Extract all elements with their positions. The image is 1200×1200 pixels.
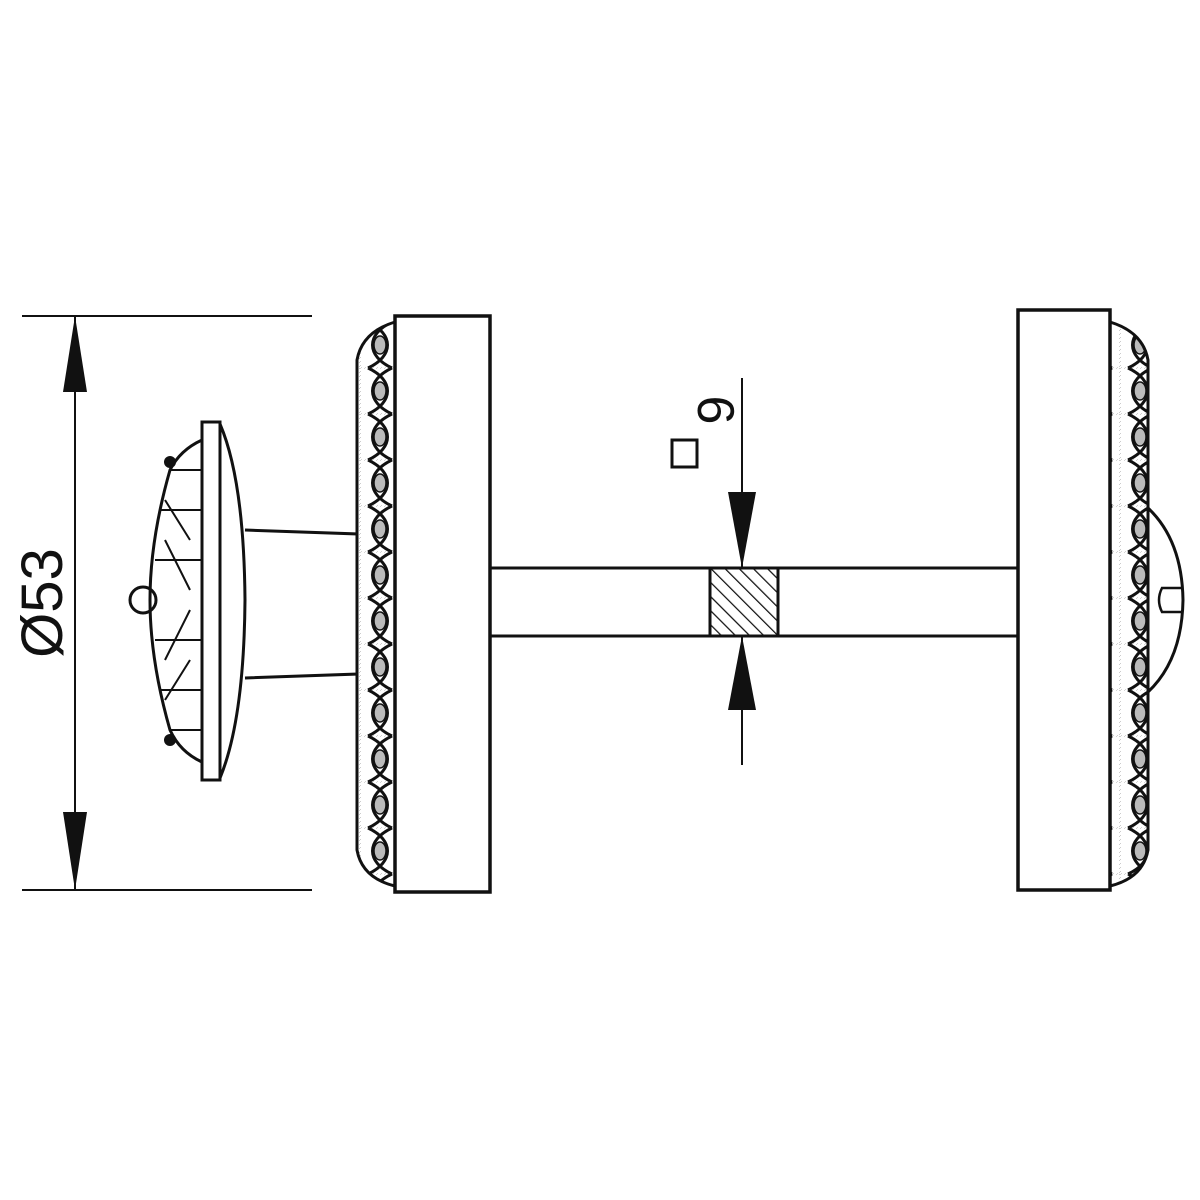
decorative-band-left (355, 319, 397, 888)
arrow-down-icon (63, 812, 87, 890)
diameter-label: Ø53 (10, 548, 75, 658)
screw-slot-icon (1157, 586, 1183, 614)
spindle-size-label: 6 (686, 396, 744, 425)
square-symbol-icon (670, 438, 699, 469)
knob-ornament (148, 438, 203, 764)
right-rosette (1016, 308, 1185, 892)
knob-dome (218, 423, 247, 779)
arrow-down-icon (728, 492, 756, 568)
left-rosette (355, 314, 492, 894)
knob-rim (200, 420, 222, 782)
rosette-plate-left (393, 314, 492, 894)
knob-scroll (128, 585, 158, 615)
arrow-up-icon (63, 316, 87, 392)
square-spindle (490, 566, 1018, 638)
diameter-dimension: Ø53 (10, 315, 312, 891)
knob-stem (244, 528, 360, 680)
spindle-dimension: 6 (670, 378, 756, 765)
arrow-up-icon (728, 636, 756, 710)
knob (128, 420, 360, 782)
decorative-band-right (1108, 319, 1150, 888)
spindle-section-hatch (708, 566, 780, 638)
rosette-plate-right (1016, 308, 1112, 892)
screw-head (1146, 506, 1185, 694)
